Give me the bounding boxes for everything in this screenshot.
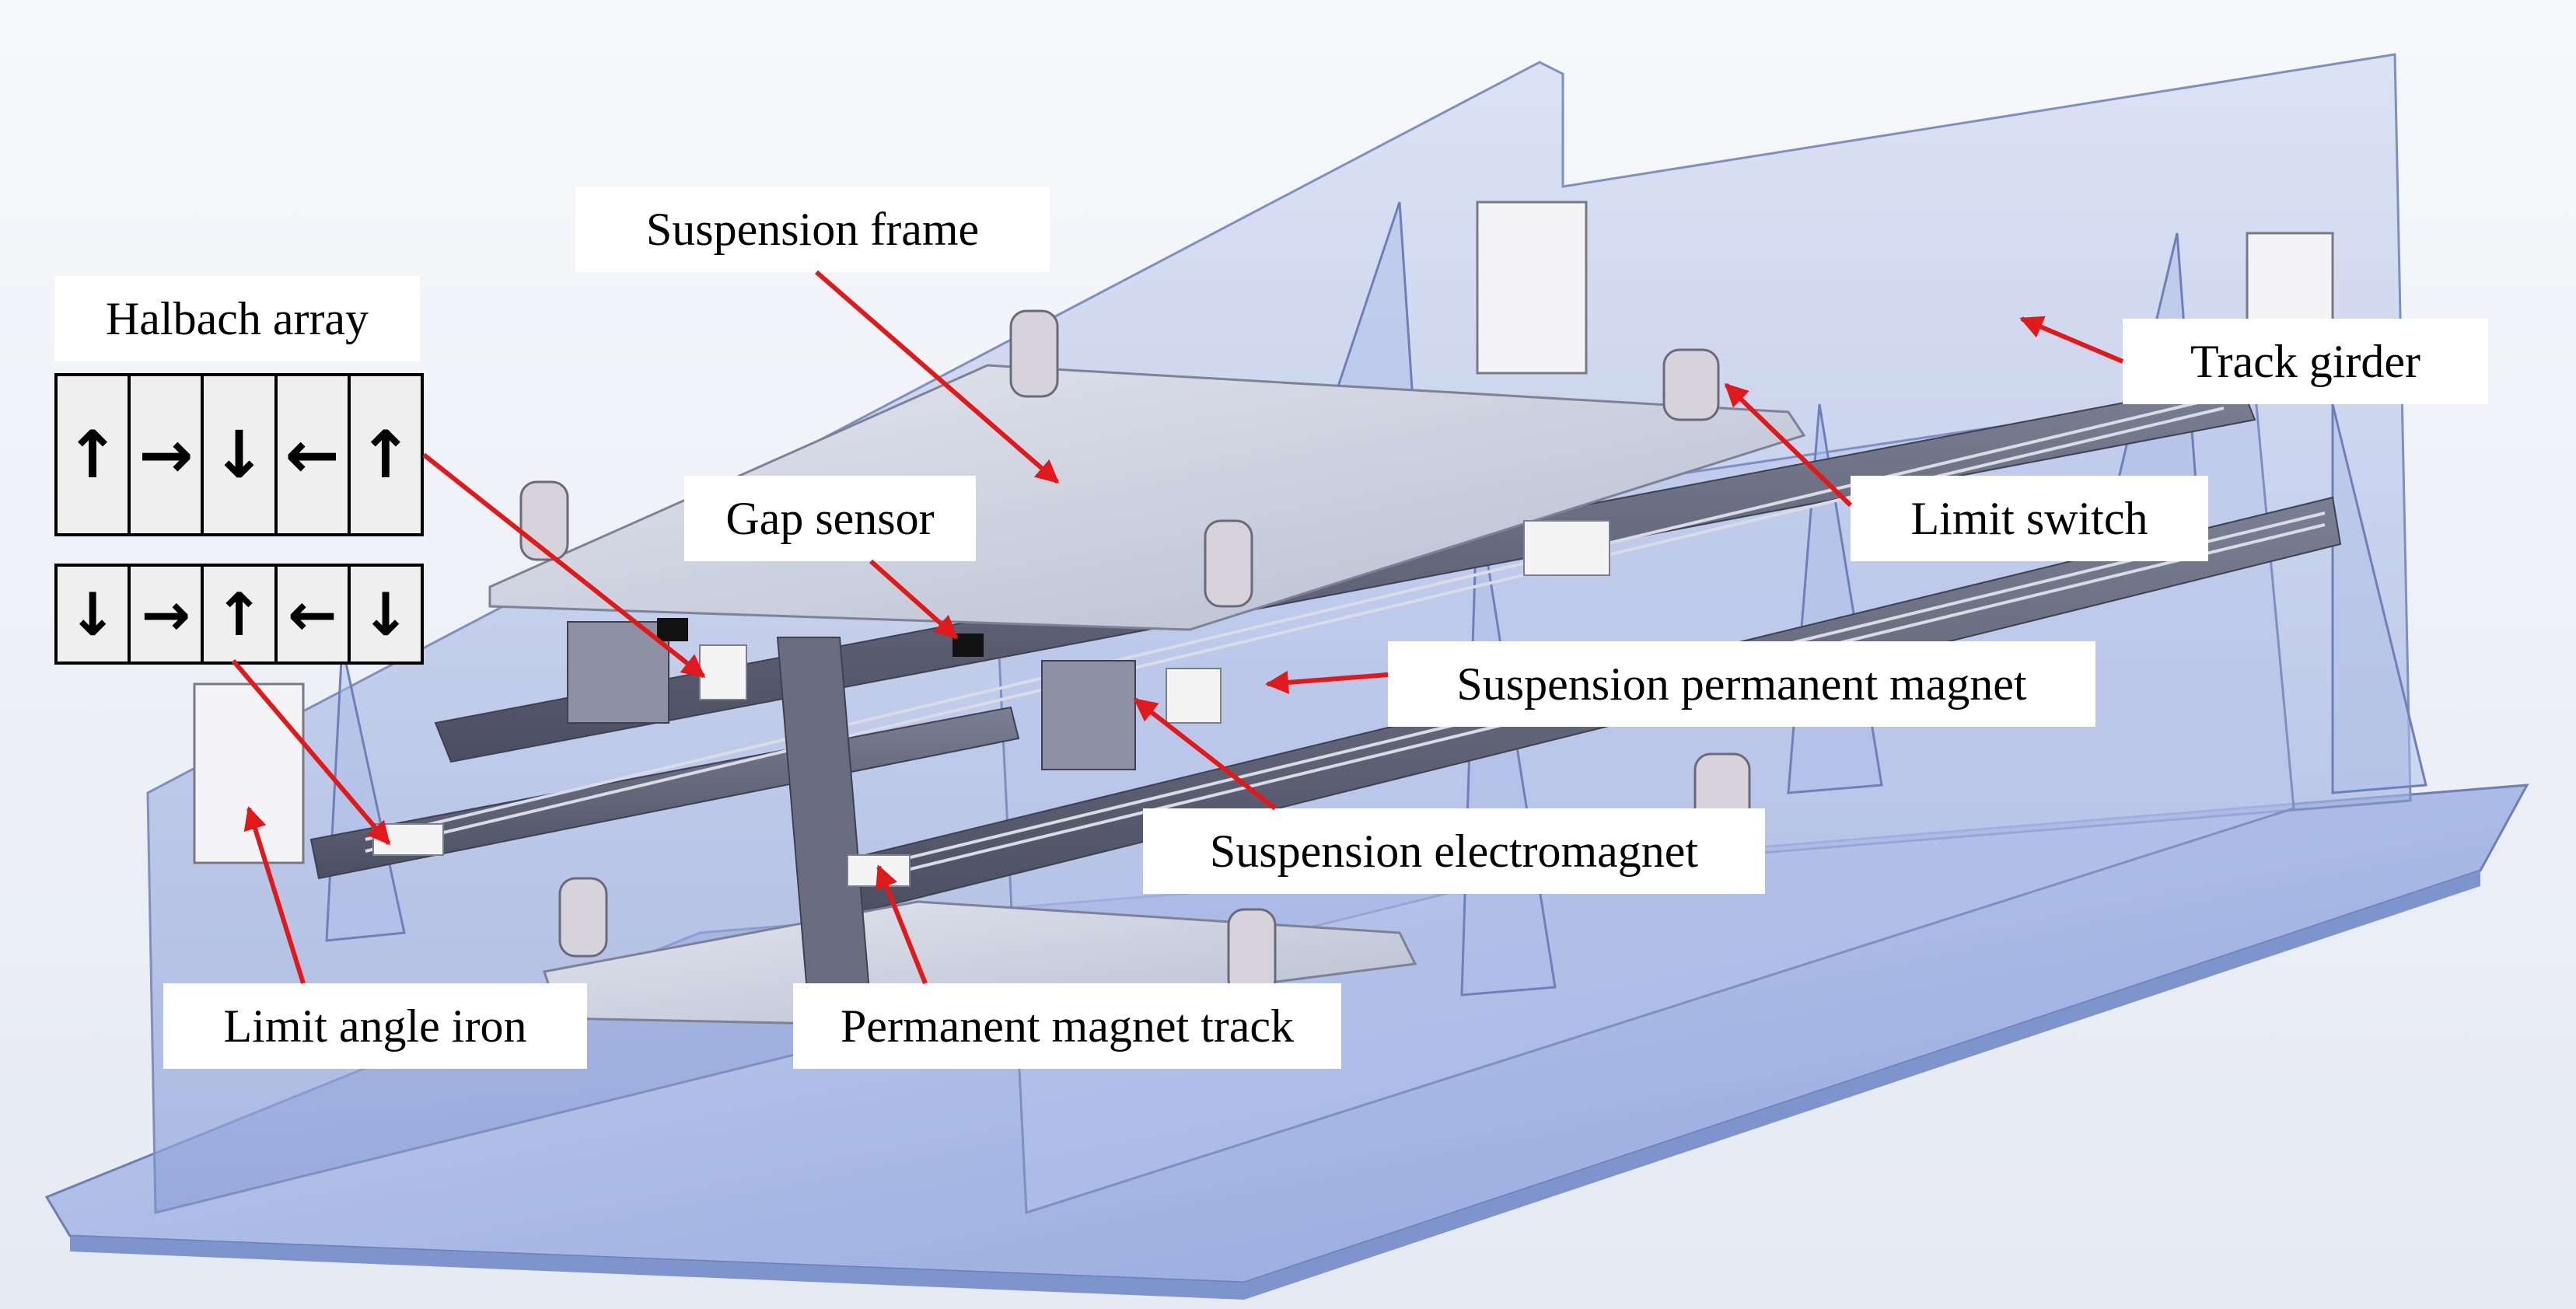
label-track-girder-text: Track girder bbox=[2190, 336, 2421, 387]
halbach-cell-1-4: ← bbox=[278, 376, 351, 533]
label-limit-switch: Limit switch bbox=[1851, 476, 2208, 561]
label-limit-angle-iron-text: Limit angle iron bbox=[223, 1000, 527, 1052]
halbach-cell-2-3: ↑ bbox=[204, 567, 278, 661]
halbach-cell-2-2: → bbox=[131, 567, 204, 661]
label-limit-switch-text: Limit switch bbox=[1910, 493, 2148, 544]
label-suspension-permanent-magnet: Suspension permanent magnet bbox=[1388, 641, 2095, 727]
label-gap-sensor: Gap sensor bbox=[684, 476, 976, 561]
gap-sensor-right bbox=[952, 634, 984, 657]
permanent-magnet-blocks bbox=[372, 520, 1610, 887]
label-suspension-electromagnet: Suspension electromagnet bbox=[1143, 808, 1765, 894]
label-suspension-electromagnet-text: Suspension electromagnet bbox=[1209, 826, 1699, 877]
label-track-girder: Track girder bbox=[2123, 319, 2488, 404]
label-permanent-magnet-track-text: Permanent magnet track bbox=[840, 1000, 1295, 1052]
halbach-cell-2-1: ↓ bbox=[58, 567, 131, 661]
halbach-cell-2-4: ← bbox=[278, 567, 351, 661]
label-suspension-frame-text: Suspension frame bbox=[645, 204, 980, 255]
halbach-cell-1-3: ↓ bbox=[204, 376, 278, 533]
label-limit-angle-iron: Limit angle iron bbox=[163, 983, 587, 1069]
electromagnet-right bbox=[1041, 660, 1136, 770]
halbach-cell-1-1: ↑ bbox=[58, 376, 131, 533]
label-suspension-frame: Suspension frame bbox=[575, 187, 1050, 272]
label-permanent-magnet-track: Permanent magnet track bbox=[793, 983, 1341, 1069]
label-halbach-array-text: Halbach array bbox=[105, 293, 369, 344]
base-plate-edge bbox=[70, 871, 2480, 1300]
halbach-cell-1-2: → bbox=[131, 376, 204, 533]
halbach-array-row-2: ↓ → ↑ ← ↓ bbox=[54, 564, 424, 665]
label-suspension-permanent-magnet-text: Suspension permanent magnet bbox=[1456, 658, 2027, 710]
label-gap-sensor-text: Gap sensor bbox=[725, 493, 935, 544]
halbach-cell-1-5: ↑ bbox=[358, 417, 414, 493]
label-halbach-array: Halbach array bbox=[54, 276, 420, 361]
halbach-array-row-1: ↑ → ↓ ← ↑ bbox=[54, 373, 424, 536]
gap-sensor-left bbox=[657, 618, 688, 641]
halbach-cell-2-5: ↓ bbox=[361, 579, 411, 649]
electromagnet-left bbox=[567, 621, 669, 724]
